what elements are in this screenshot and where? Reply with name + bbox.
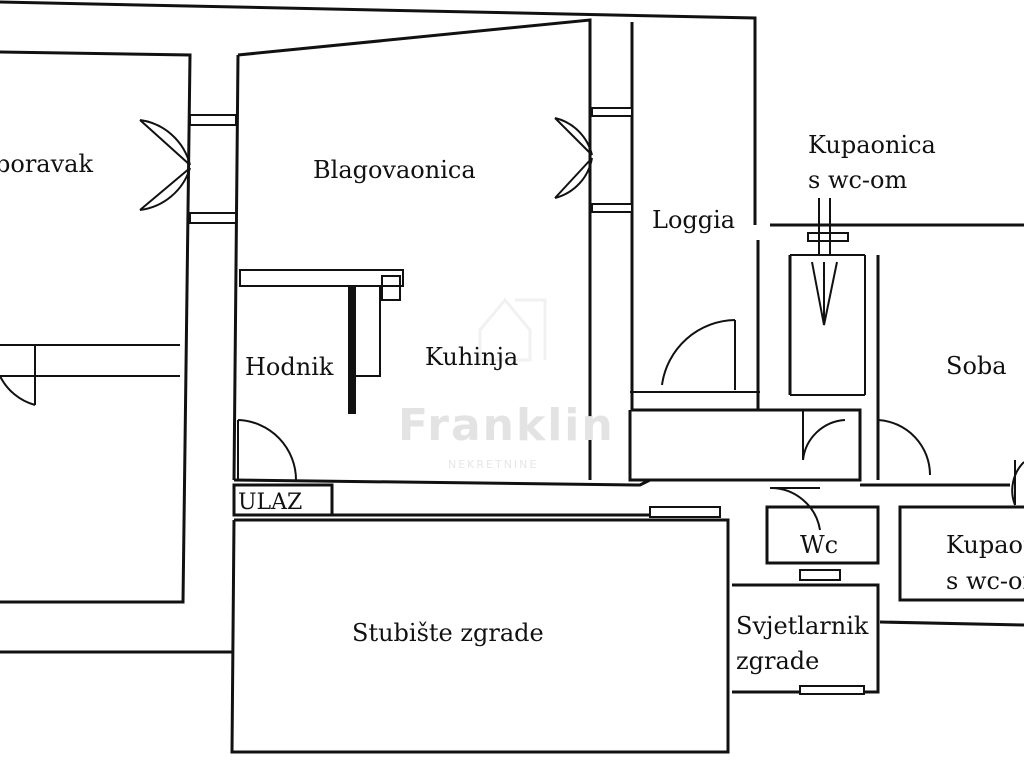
stubiste-wall <box>230 518 730 754</box>
door-hodnik <box>237 419 297 481</box>
arrow-icon <box>811 198 838 326</box>
label-boravak: boravak <box>0 150 93 178</box>
label-loggia: Loggia <box>652 206 735 234</box>
label-kupaonica-right-2: s wc-om <box>946 567 1024 595</box>
counter-sink <box>381 275 401 301</box>
franklin-logo-icon <box>478 297 547 362</box>
door-boravak-2 <box>139 167 191 211</box>
wc-room <box>765 505 880 565</box>
label-hodnik: Hodnik <box>245 353 334 381</box>
label-kuhinja: Kuhinja <box>425 343 518 371</box>
label-stubiste: Stubište zgrade <box>352 619 544 647</box>
window-svjetlarnik <box>799 569 841 581</box>
window-blag-right-2 <box>591 203 633 213</box>
door-boravak-1 <box>139 119 191 166</box>
right-outer-wall <box>879 620 1024 627</box>
door-blag-right-1 <box>554 117 593 156</box>
loggia-wall <box>628 22 862 482</box>
ulaz-box <box>232 483 334 517</box>
counter-top <box>239 269 404 287</box>
label-ulaz: ULAZ <box>238 490 302 515</box>
door-loggia <box>661 319 736 390</box>
passage-wall <box>233 478 651 487</box>
door-wc <box>769 486 821 531</box>
window-blag-left-2 <box>189 212 237 224</box>
door-soba <box>877 419 932 476</box>
room-labels: boravak Blagovaonica Loggia Kupaonica s … <box>0 131 1024 675</box>
door-bath <box>802 410 846 461</box>
label-kupaonica-top-1: Kupaonica <box>808 131 936 159</box>
boravak-wall <box>0 50 192 604</box>
blagovaonica-left-wall <box>232 54 240 481</box>
door-blag-right-2 <box>554 157 593 199</box>
watermark-brand: Franklin <box>398 400 615 451</box>
watermark: Franklin NEKRETNINE <box>398 297 615 471</box>
window-svj-bottom <box>799 685 865 695</box>
windows <box>189 107 865 695</box>
counter-edge <box>348 286 356 414</box>
window-bath-top <box>807 232 849 242</box>
label-wc: Wc <box>800 531 838 559</box>
window-blag-left <box>189 114 237 126</box>
label-kupaonica-top-2: s wc-om <box>808 166 907 194</box>
doors <box>0 117 1024 531</box>
label-kupaonica-right-1: Kupaonica <box>946 531 1024 559</box>
kupaonica-right-wall <box>898 505 1024 602</box>
door-corridor-left <box>0 345 36 406</box>
blagovaonica-wall <box>237 18 592 480</box>
outer-wall-top <box>0 0 757 225</box>
window-blag-right <box>591 107 633 117</box>
label-soba: Soba <box>946 352 1007 380</box>
label-svjetlarnik-1: Svjetlarnik <box>736 612 869 640</box>
label-svjetlarnik-2: zgrade <box>736 647 819 675</box>
window-passage <box>649 506 721 518</box>
label-blagovaonica: Blagovaonica <box>313 156 476 184</box>
watermark-tagline: NEKRETNINE <box>448 458 538 471</box>
door-kupaonica-right <box>1011 460 1024 506</box>
kitchen-counter <box>239 269 404 414</box>
